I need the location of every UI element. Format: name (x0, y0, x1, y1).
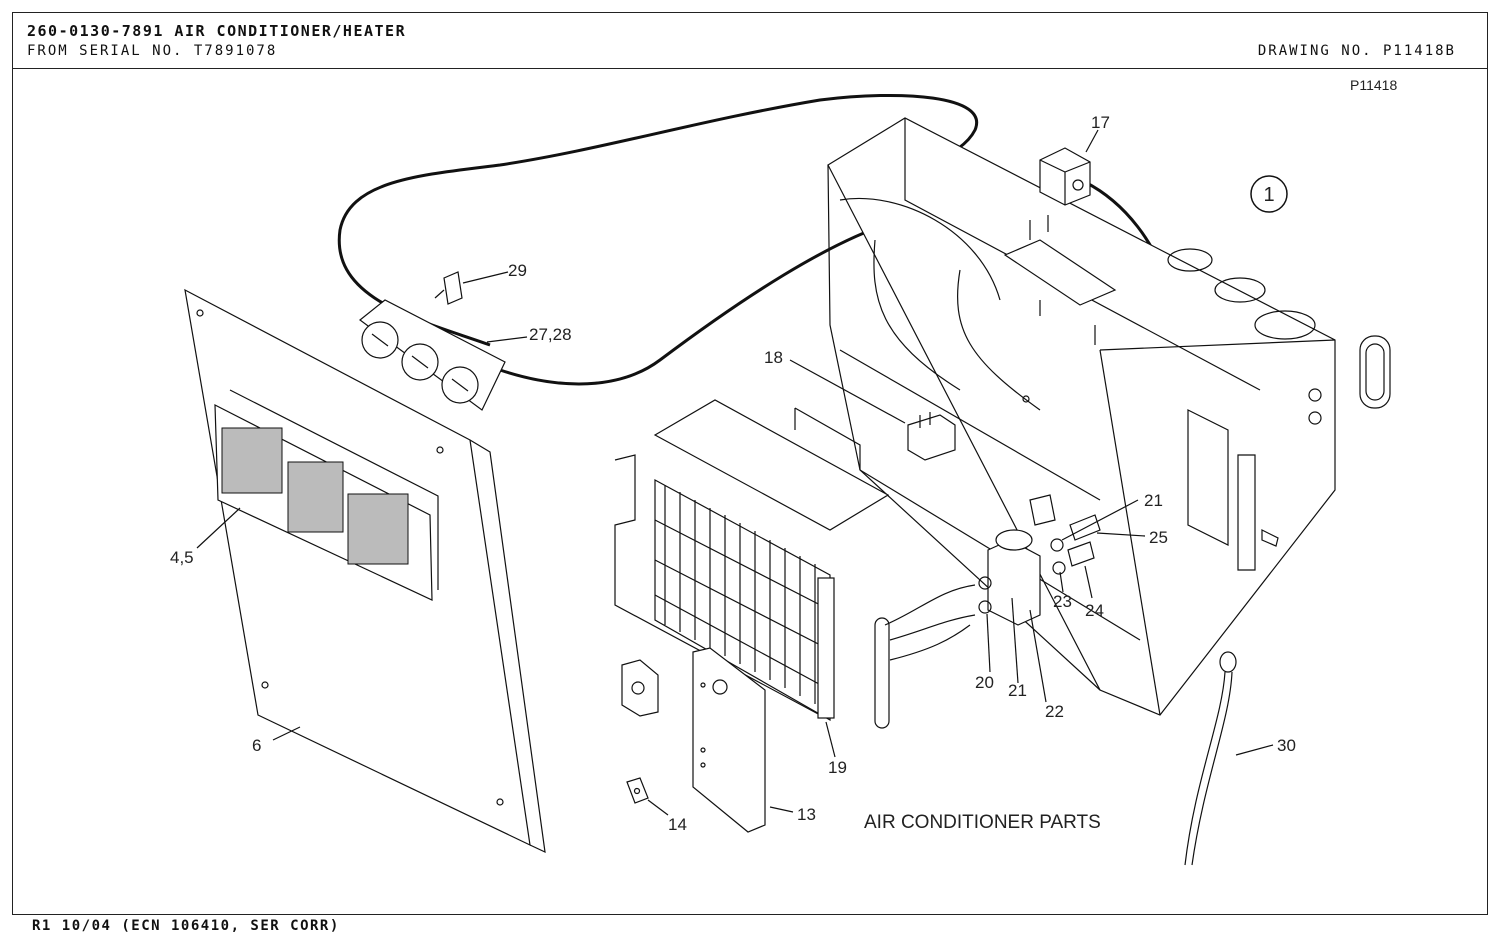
duct-gasket (1359, 335, 1391, 409)
callout-19: 19 (828, 758, 847, 777)
screw (1261, 529, 1279, 547)
drawing-frame (12, 12, 1488, 915)
thermostat-part-17 (1003, 147, 1117, 345)
callout-6: 6 (252, 736, 261, 755)
callout-20: 20 (975, 673, 994, 692)
wire-harness (337, 93, 979, 347)
callout-21-lower: 21 (1008, 681, 1027, 700)
callout-13: 13 (797, 805, 816, 824)
leader-lines (196, 129, 1274, 816)
callout-24: 24 (1085, 601, 1104, 620)
view-number: 1 (1263, 184, 1274, 206)
clip-part-14 (626, 777, 649, 804)
page-title: 260-0130-7891 AIR CONDITIONER/HEATER (27, 22, 407, 40)
revision-note: R1 10/04 (ECN 106410, SER CORR) (32, 918, 340, 934)
drain-tube-part-30 (1184, 651, 1237, 866)
filter-grille-part-4-5 (214, 389, 439, 601)
callout-27-28: 27,28 (529, 325, 572, 344)
heater-core-part-19 (614, 399, 890, 729)
callout-22: 22 (1045, 702, 1064, 721)
bracket-part-13 (692, 647, 766, 833)
drawing-ref-code: P11418 (1350, 77, 1397, 93)
callout-25: 25 (1149, 528, 1168, 547)
callout-29: 29 (508, 261, 527, 280)
switch-part-29 (434, 271, 463, 305)
callout-18: 18 (764, 348, 783, 367)
relay-part-18 (907, 412, 956, 461)
serial-label: FROM SERIAL NO. T7891078 (27, 43, 278, 59)
view-number-circle (1250, 175, 1288, 213)
header-divider (12, 68, 1488, 69)
ac-housing (827, 117, 1336, 716)
refrigerant-lines (884, 584, 976, 661)
callout-17: 17 (1091, 113, 1110, 132)
callout-23: 23 (1053, 592, 1072, 611)
diagram-caption: AIR CONDITIONER PARTS (864, 812, 1101, 833)
callout-21-upper: 21 (1144, 491, 1163, 510)
drawing-number: DRAWING NO. P11418B (1257, 43, 1456, 59)
callout-4-5: 4,5 (170, 548, 194, 567)
callout-14: 14 (668, 815, 687, 834)
control-panel-part-27-28 (359, 299, 506, 411)
callout-30: 30 (1277, 736, 1296, 755)
pad-block (621, 659, 659, 717)
